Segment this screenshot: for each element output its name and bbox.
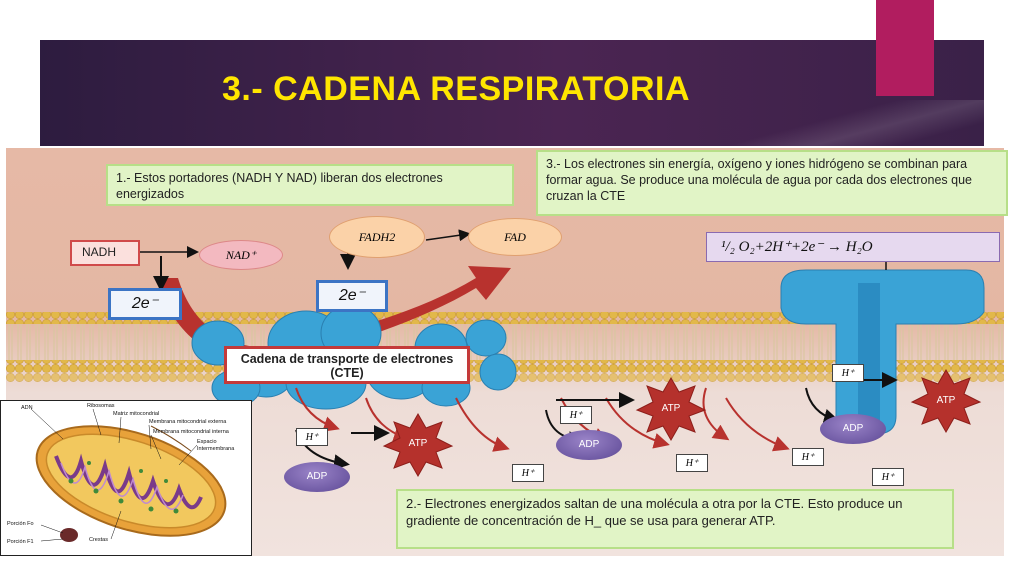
label-espacio-intermembrana: Espacio Intermembrana [197,439,235,452]
label-porcion-fo: Porción Fo [7,521,34,527]
atp-synthase-channel [780,269,985,435]
label-porcion-f1: Porción F1 [7,539,34,545]
label-adn: ADN [21,405,33,411]
water-equation: ¹/₂ O₂+2H⁺+2e⁻ → H₂O [706,232,1000,262]
electrons-box-1: 2e⁻ [108,288,182,320]
atp-label: ATP [661,403,681,414]
label-crestas: Crestas [89,537,108,543]
atp-label: ATP [936,395,956,406]
accent-bar [876,0,934,96]
nadh-label: NADH [70,240,140,266]
hplus-box: H⁺ [512,464,544,482]
hplus-box: H⁺ [872,468,904,486]
mitochondrion-inset: ADN Ribosomas Matriz mitocondrial Membra… [0,400,252,556]
hplus-box: H⁺ [792,448,824,466]
electrons-box-2: 2e⁻ [316,280,388,312]
banner-highlight [724,100,984,146]
title-banner [40,40,984,146]
membrane-outer-heads [6,312,1004,324]
mitochondrion-illustration [30,408,227,542]
note-gradient: 2.- Electrones energizados saltan de una… [396,489,954,549]
hplus-box: H⁺ [560,406,592,424]
fadh2-oval: FADH2 [329,216,425,258]
hplus-box: H⁺ [296,428,328,446]
slide-title: 3.- CADENA RESPIRATORIA [222,70,691,108]
note-water-formation: 3.- Los electrones sin energía, oxígeno … [536,150,1008,216]
hplus-box: H⁺ [676,454,708,472]
note-carriers: 1.- Estos portadores (NADH Y NAD) libera… [106,164,514,206]
fad-oval: FAD [468,218,562,256]
adp-oval: ADP [556,430,622,460]
adp-oval: ADP [820,414,886,444]
label-matriz: Matriz mitocondrial [113,411,160,417]
electron-transport-diagram: 1.- Estos portadores (NADH Y NAD) libera… [6,148,1008,556]
nad-oval: NAD⁺ [199,240,283,270]
atp-label: ATP [408,438,428,449]
atp-stars [382,368,982,478]
label-ribosomas: Ribosomas [87,403,115,409]
label-membrana-externa: Membrana mitocondrial externa [149,419,227,425]
label-membrana-interna: Membrana mitocondrial interna [153,429,229,435]
adp-oval: ADP [284,462,350,492]
cte-label: Cadena de transporte de electrones (CTE) [224,346,470,384]
hplus-box: H⁺ [832,364,864,382]
